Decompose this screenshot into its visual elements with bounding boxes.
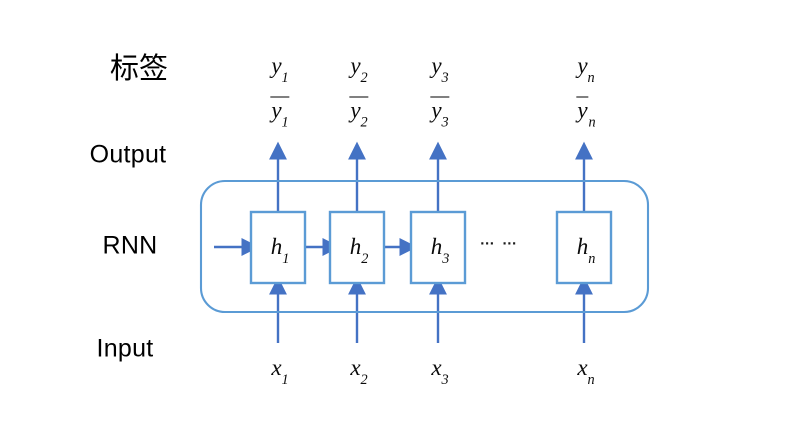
label-x3: x3 (431, 355, 448, 387)
x2-base: x (350, 355, 361, 380)
yn-base: y (577, 53, 588, 78)
ellipsis: … … (479, 231, 519, 249)
h3-sub: 3 (442, 250, 450, 267)
y1-sub: 1 (281, 69, 289, 86)
x3-base: x (431, 355, 442, 380)
label-yn: yn (577, 53, 594, 85)
label-rnn: RNN (102, 231, 158, 260)
x1-base: x (271, 355, 282, 380)
label-output: Output (89, 140, 167, 169)
label-ybarn: yn (576, 96, 596, 129)
label-y2: y2 (350, 53, 367, 85)
rnn-box-hn (555, 210, 613, 285)
yn-sub: n (587, 69, 595, 86)
y2-base: y (350, 53, 361, 78)
h1-sub: 1 (282, 250, 290, 267)
ybar2-sub: 2 (360, 114, 368, 131)
y1-base: y (271, 53, 282, 78)
ybar2-bar: y2 (349, 96, 369, 129)
label-h1: h1 (270, 234, 290, 266)
h3-base: h (430, 234, 443, 259)
y3-base: y (431, 53, 442, 78)
rnn-box-h3 (409, 210, 467, 285)
ybar1-base: y (271, 97, 282, 123)
ybarn-sub: n (588, 114, 596, 131)
ybarn-base: y (577, 97, 588, 123)
h1-base: h (270, 234, 283, 259)
label-y3: y3 (431, 53, 448, 85)
label-tag: 标签 (109, 53, 169, 85)
label-y1: y1 (271, 53, 288, 85)
ybarn-bar: y (576, 96, 589, 123)
ybar3-sub: 3 (441, 114, 449, 131)
rnn-box-h2 (328, 210, 386, 285)
label-h2: h2 (349, 234, 369, 266)
label-h3: h3 (430, 234, 450, 266)
x2-sub: 2 (360, 371, 368, 388)
rnn-box-h1 (249, 210, 307, 285)
label-ybar1: y1 (270, 96, 290, 129)
ybar3-base: y (431, 97, 442, 123)
x3-sub: 3 (441, 371, 449, 388)
label-ybar2: y2 (349, 96, 369, 129)
ybar2-base: y (350, 97, 361, 123)
ybar3-bar: y3 (430, 96, 450, 129)
xn-base: x (577, 355, 588, 380)
label-xn: xn (577, 355, 594, 387)
label-ybar3: y3 (430, 96, 450, 129)
hn-base: h (576, 234, 589, 259)
y3-sub: 3 (441, 69, 449, 86)
y2-sub: 2 (360, 69, 368, 86)
rnn-frame (199, 179, 650, 314)
hn-sub: n (588, 250, 596, 267)
label-hn: hn (576, 234, 596, 266)
x1-sub: 1 (281, 371, 289, 388)
label-x2: x2 (350, 355, 367, 387)
label-input: Input (96, 334, 154, 363)
xn-sub: n (587, 371, 595, 388)
label-x1: x1 (271, 355, 288, 387)
h2-sub: 2 (361, 250, 369, 267)
h2-base: h (349, 234, 362, 259)
ybar1-sub: 1 (281, 114, 289, 131)
ybar1-bar: y1 (270, 96, 290, 129)
